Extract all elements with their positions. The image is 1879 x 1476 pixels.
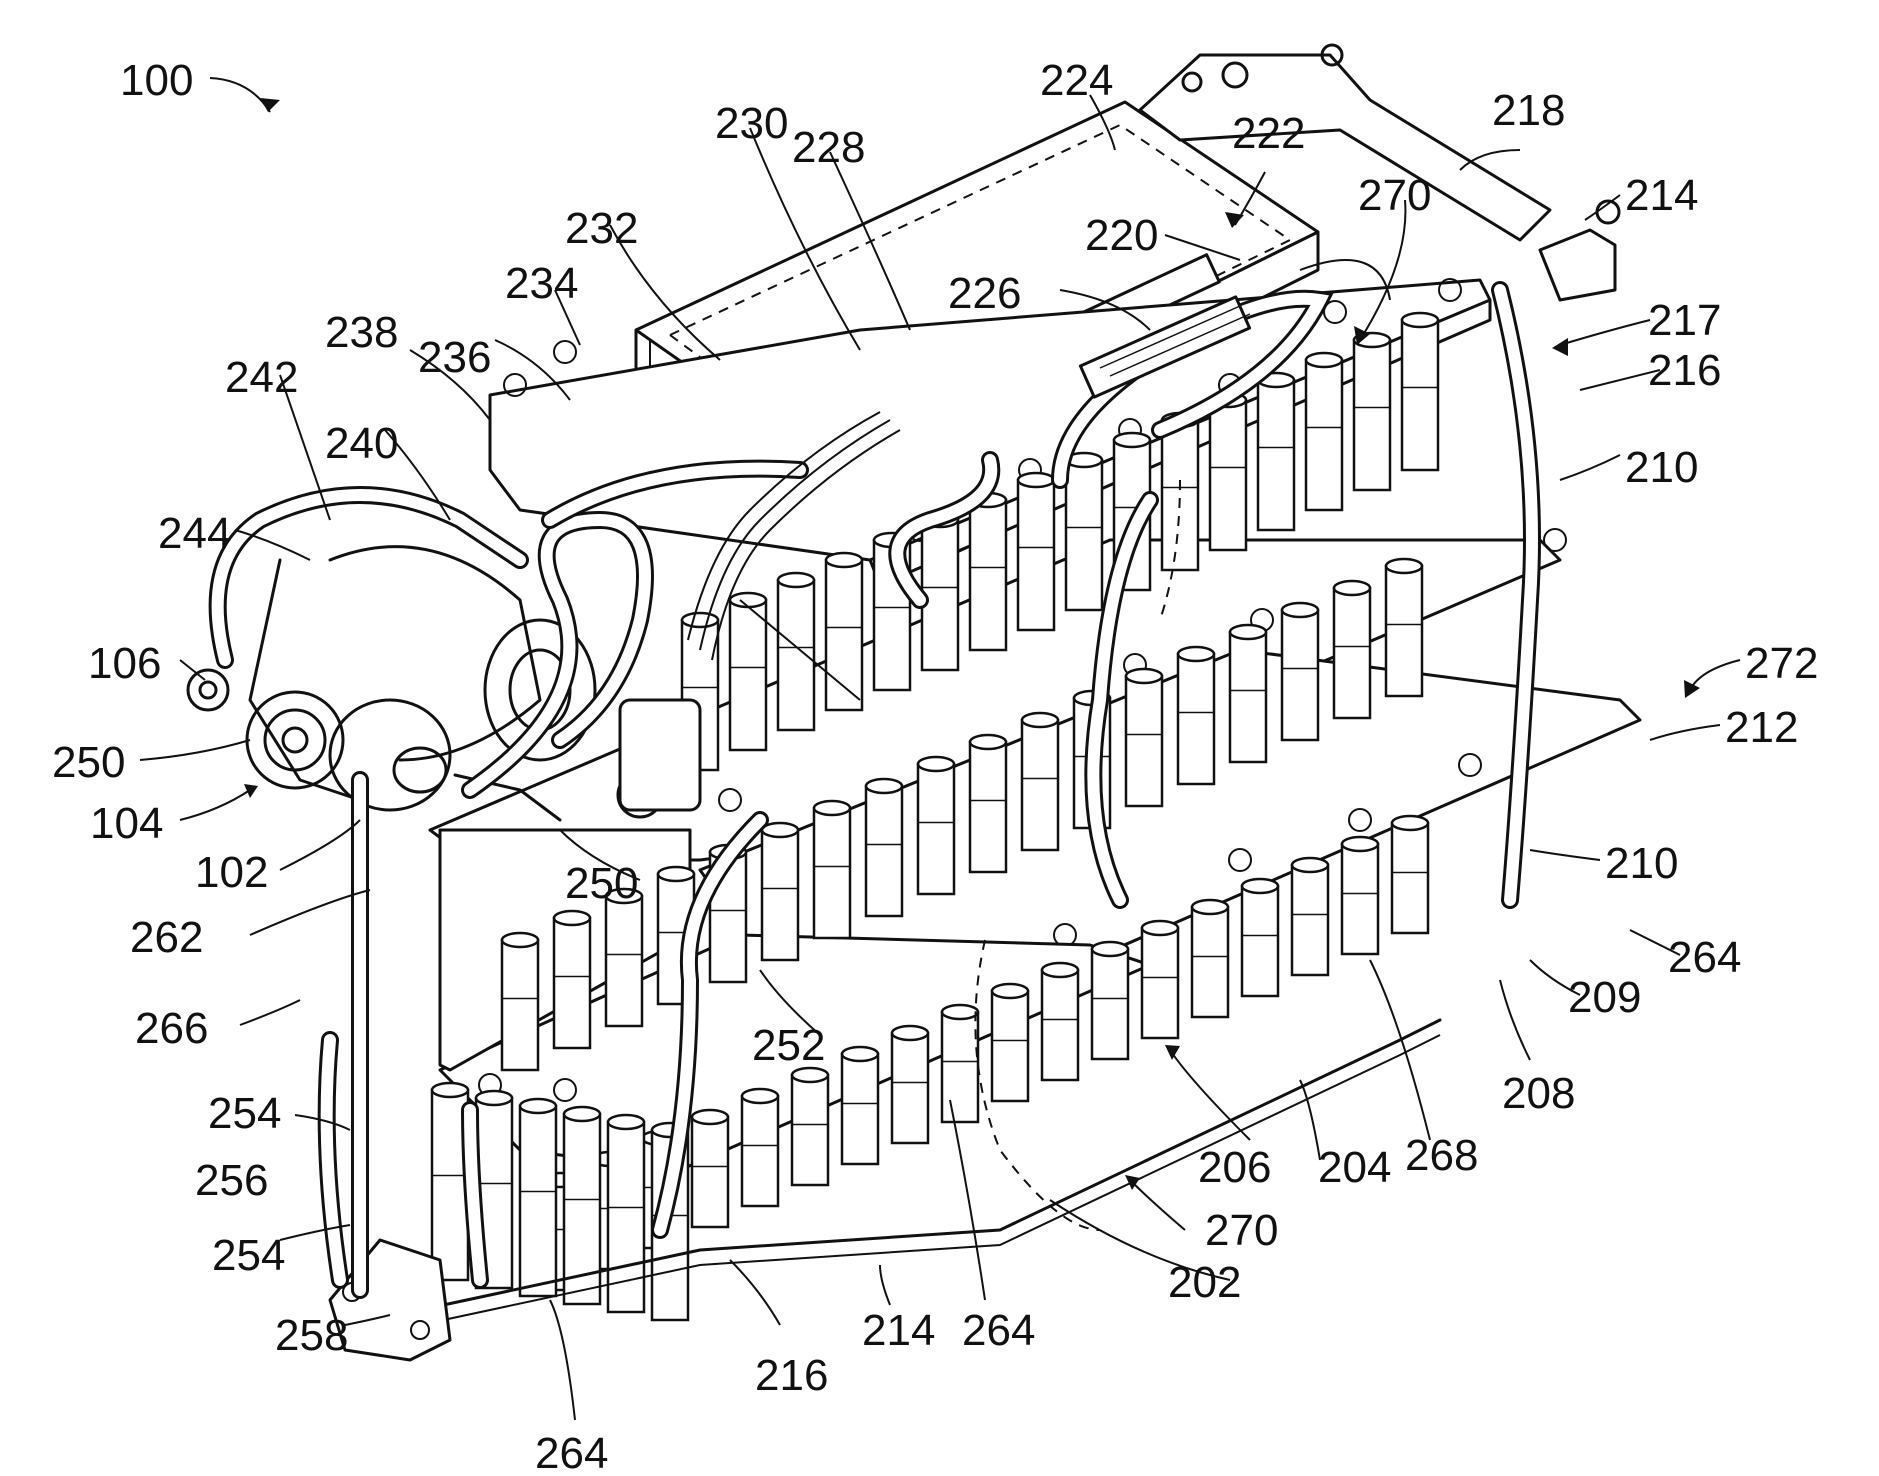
battery-cell <box>1210 393 1246 550</box>
callout-264-bottom-left: 264 <box>535 1429 608 1476</box>
battery-cell <box>1342 837 1378 954</box>
callout-254-lower: 254 <box>212 1231 285 1280</box>
callout-230: 230 <box>715 99 788 148</box>
callout-206: 206 <box>1198 1143 1271 1192</box>
callout-104: 104 <box>90 799 163 848</box>
arrowhead <box>1552 338 1568 356</box>
callout-270-bottom: 270 <box>1205 1206 1278 1255</box>
battery-cell <box>1066 453 1102 610</box>
battery-cell <box>1178 647 1214 784</box>
callout-250-left: 250 <box>52 738 125 787</box>
battery-cell <box>1386 559 1422 696</box>
battery-cell <box>1334 581 1370 718</box>
battery-cell <box>1292 858 1328 975</box>
callout-218: 218 <box>1492 86 1565 135</box>
callout-106: 106 <box>88 639 161 688</box>
battery-cell <box>892 1026 928 1143</box>
callout-252: 252 <box>752 1021 825 1070</box>
battery-cell <box>1282 603 1318 740</box>
callout-228: 228 <box>792 123 865 172</box>
arrowhead <box>1684 680 1700 698</box>
callout-224: 224 <box>1040 56 1113 105</box>
battery-cell <box>866 779 902 916</box>
callout-244: 244 <box>158 509 231 558</box>
arrowhead <box>1165 1045 1180 1060</box>
battery-cell <box>842 1047 878 1164</box>
battery-cell <box>1042 963 1078 1080</box>
callout-254-upper: 254 <box>208 1089 281 1138</box>
callout-216-right: 216 <box>1648 346 1721 395</box>
callout-268: 268 <box>1405 1131 1478 1180</box>
callout-102: 102 <box>195 848 268 897</box>
callout-256: 256 <box>195 1156 268 1205</box>
battery-cell <box>1126 669 1162 806</box>
battery-cell <box>792 1068 828 1185</box>
callout-214-top: 214 <box>1625 171 1698 220</box>
battery-cell <box>970 493 1006 650</box>
battery-cell <box>922 513 958 670</box>
battery-cell <box>942 1005 978 1122</box>
callout-202: 202 <box>1168 1258 1241 1307</box>
battery-cell <box>992 984 1028 1101</box>
callout-210-top: 210 <box>1625 443 1698 492</box>
arrowhead <box>244 784 258 798</box>
battery-cell <box>554 911 590 1048</box>
battery-cell <box>1018 473 1054 630</box>
battery-cell <box>1258 373 1294 530</box>
callout-222: 222 <box>1232 109 1305 158</box>
callout-100: 100 <box>120 56 193 105</box>
callout-208: 208 <box>1502 1069 1575 1118</box>
battery-cell <box>814 801 850 938</box>
battery-cell <box>778 573 814 730</box>
callout-272: 272 <box>1745 639 1818 688</box>
callout-217: 217 <box>1648 296 1721 345</box>
battery-cell <box>1242 879 1278 996</box>
callout-216-bottom: 216 <box>755 1351 828 1400</box>
callout-232: 232 <box>565 204 638 253</box>
callout-236: 236 <box>418 333 491 382</box>
callout-264-right: 264 <box>1668 933 1741 982</box>
callout-209: 209 <box>1568 973 1641 1022</box>
battery-cell <box>1192 900 1228 1017</box>
battery-cell <box>1230 625 1266 762</box>
callout-210-mid: 210 <box>1605 839 1678 888</box>
callout-226: 226 <box>948 269 1021 318</box>
battery-cell <box>606 889 642 1026</box>
battery-cell <box>1354 333 1390 490</box>
callout-240: 240 <box>325 419 398 468</box>
callout-234: 234 <box>505 259 578 308</box>
callout-204: 204 <box>1318 1143 1391 1192</box>
callout-220: 220 <box>1085 211 1158 260</box>
battery-cell <box>692 1110 728 1227</box>
battery-cell <box>520 1099 556 1296</box>
battery-cell <box>1022 713 1058 850</box>
battery-cell <box>970 735 1006 872</box>
battery-cell <box>502 933 538 1070</box>
battery-cell <box>742 1089 778 1206</box>
battery-cell <box>1402 313 1438 470</box>
callout-264-bottom-center: 264 <box>962 1306 1035 1355</box>
callout-242: 242 <box>225 353 298 402</box>
callout-258: 258 <box>275 1311 348 1360</box>
battery-cell <box>1142 921 1178 1038</box>
callout-238: 238 <box>325 308 398 357</box>
callout-266: 266 <box>135 1004 208 1053</box>
callout-214-bottom: 214 <box>862 1306 935 1355</box>
battery-cell <box>1306 353 1342 510</box>
arrowhead <box>260 98 280 112</box>
callout-212: 212 <box>1725 703 1798 752</box>
callout-262: 262 <box>130 913 203 962</box>
callout-270-top: 270 <box>1358 171 1431 220</box>
battery-cell <box>608 1115 644 1312</box>
battery-cell <box>918 757 954 894</box>
battery-cell <box>762 823 798 960</box>
callout-250-center: 250 <box>565 859 638 908</box>
battery-cell <box>1092 942 1128 1059</box>
battery-cell <box>1392 816 1428 933</box>
